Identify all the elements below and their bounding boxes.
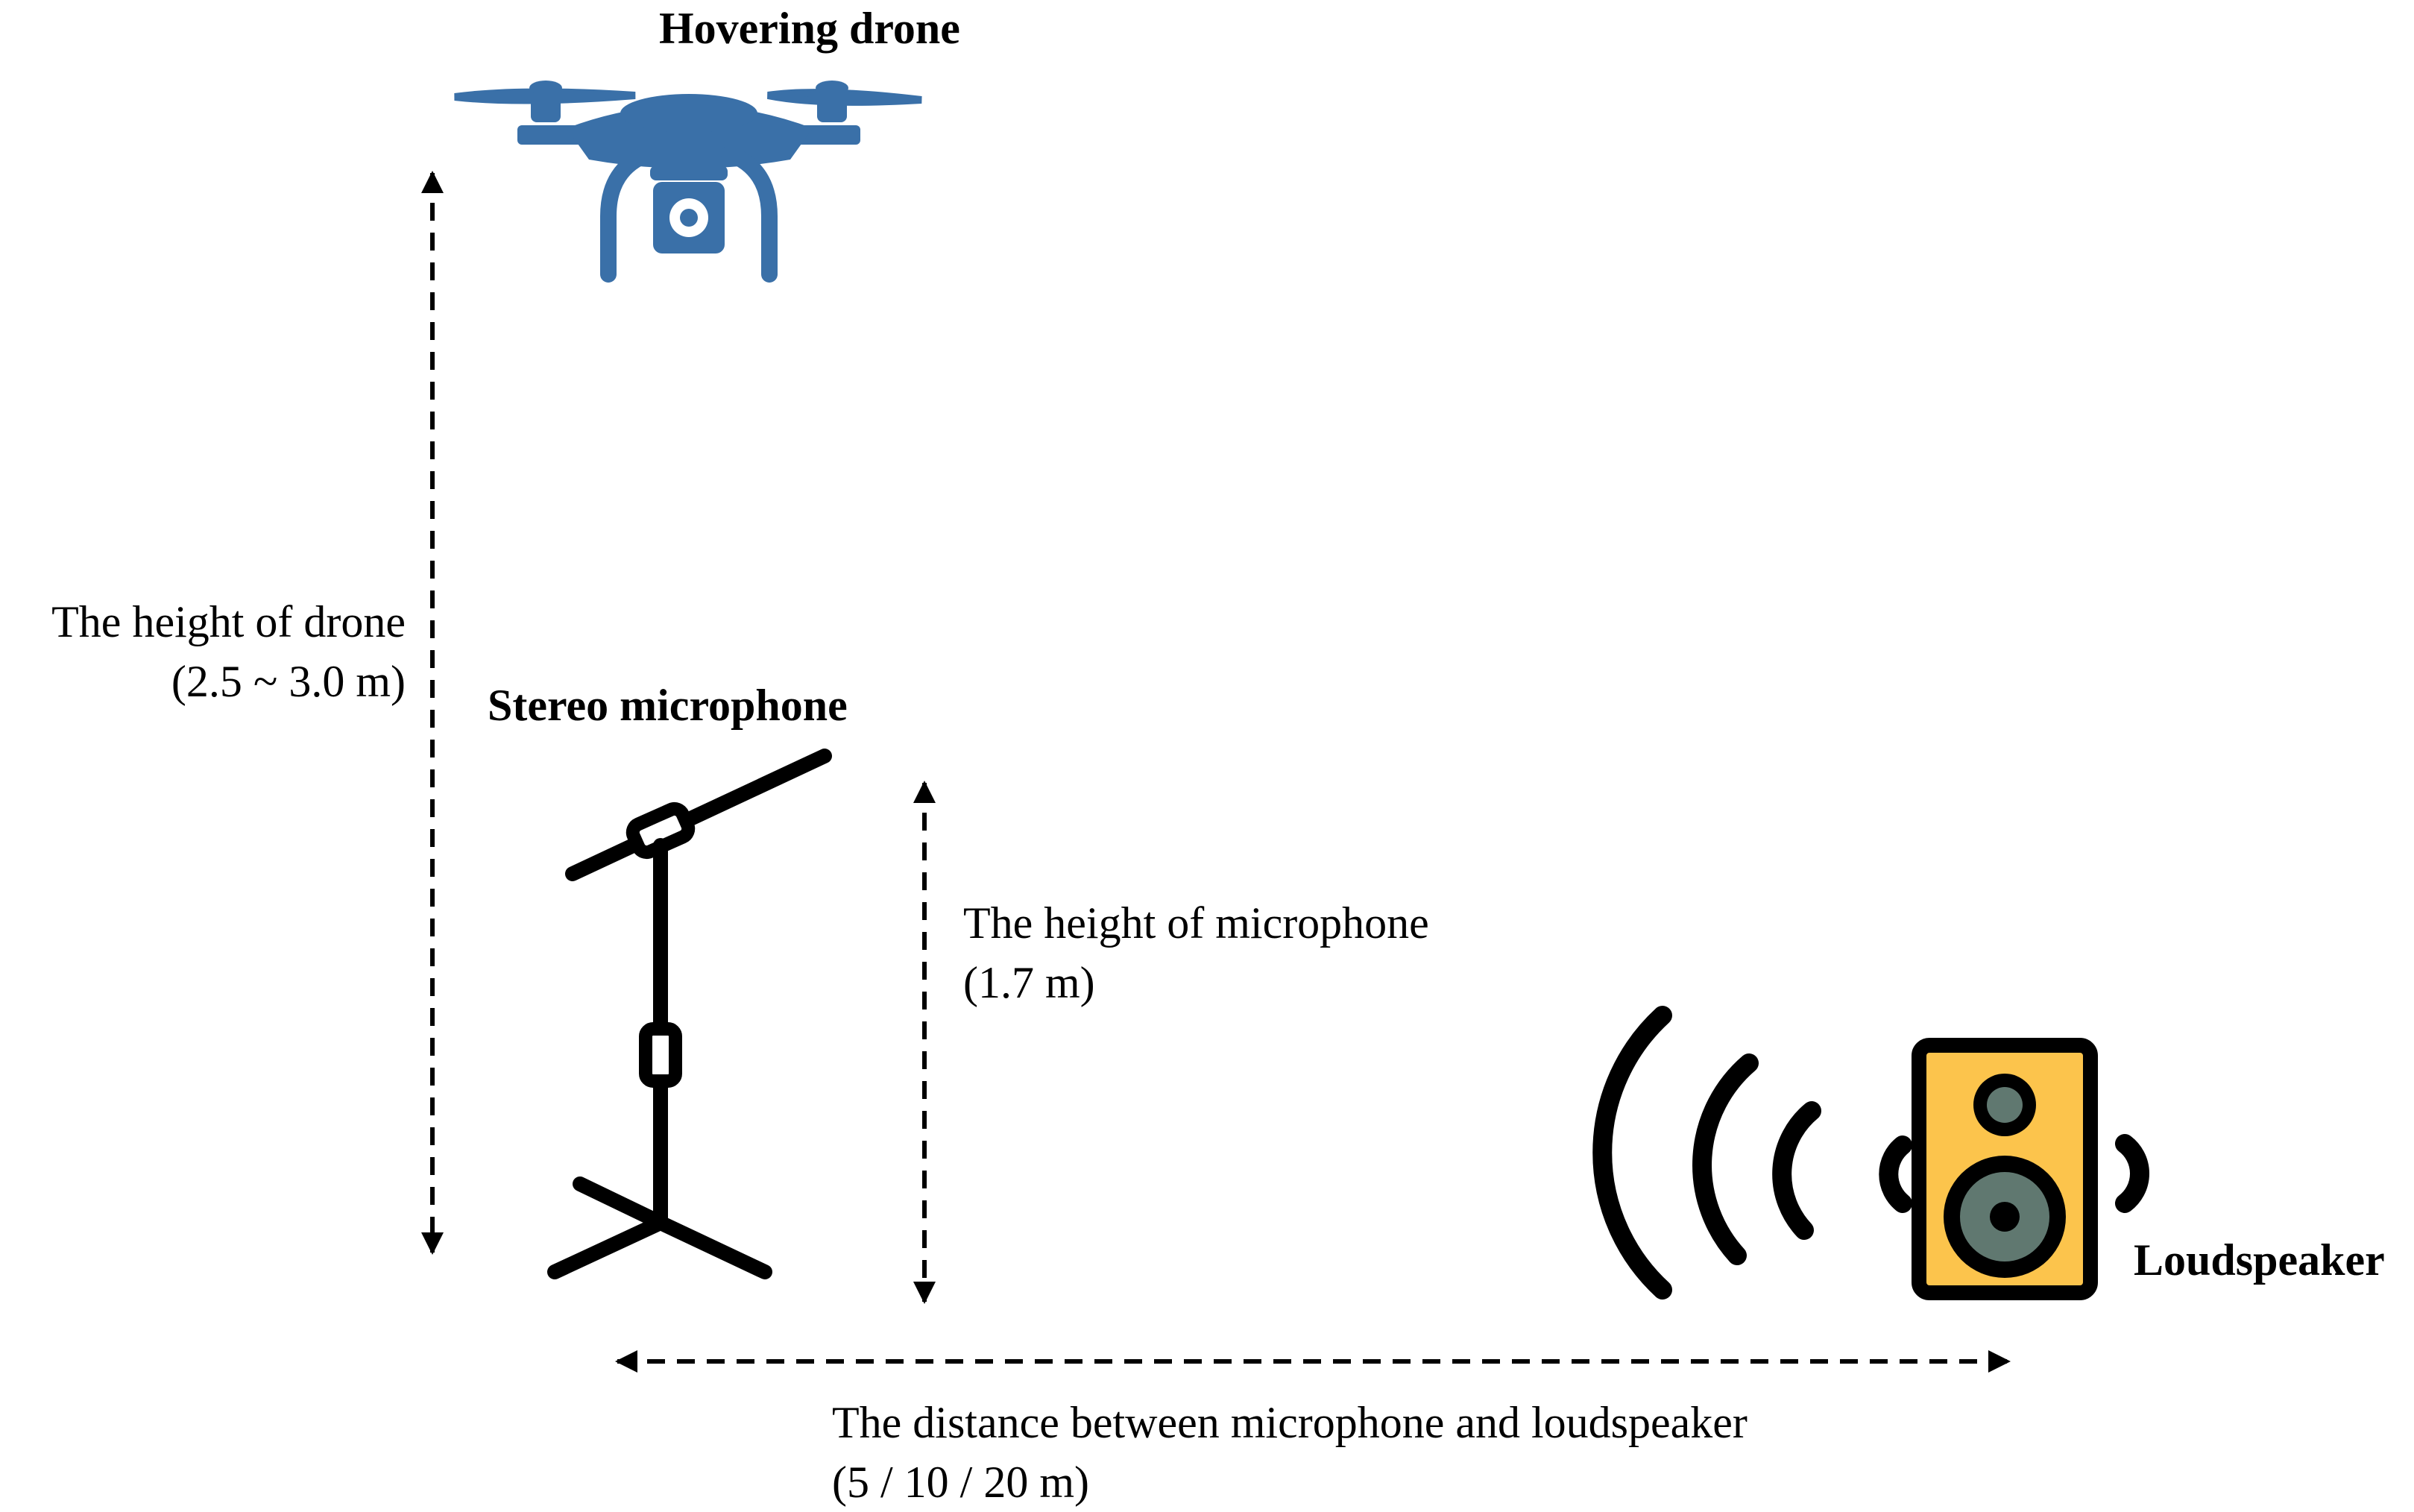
distance-annotation: The distance between microphone and loud… bbox=[832, 1393, 1748, 1512]
drone-label: Hovering drone bbox=[659, 4, 960, 53]
sound-waves-icon bbox=[1592, 1006, 2149, 1300]
distance-value: (5 / 10 / 20 m) bbox=[832, 1458, 1089, 1507]
loudspeaker-icon bbox=[1912, 1038, 2098, 1300]
drone-icon bbox=[454, 81, 922, 283]
microphone-height-annotation: The height of microphone (1.7 m) bbox=[963, 893, 1429, 1012]
drone-height-text: The height of drone bbox=[51, 597, 406, 646]
microphone-stand-icon bbox=[547, 749, 832, 1279]
distance-text: The distance between microphone and loud… bbox=[832, 1398, 1748, 1447]
loudspeaker-label: Loudspeaker bbox=[2134, 1235, 2385, 1285]
microphone-height-value: (1.7 m) bbox=[963, 958, 1095, 1007]
microphone-height-text: The height of microphone bbox=[963, 898, 1429, 948]
drone-height-value: (2.5 ~ 3.0 m) bbox=[171, 657, 406, 706]
microphone-label: Stereo microphone bbox=[488, 681, 848, 730]
drone-height-annotation: The height of drone (2.5 ~ 3.0 m) bbox=[51, 592, 406, 711]
